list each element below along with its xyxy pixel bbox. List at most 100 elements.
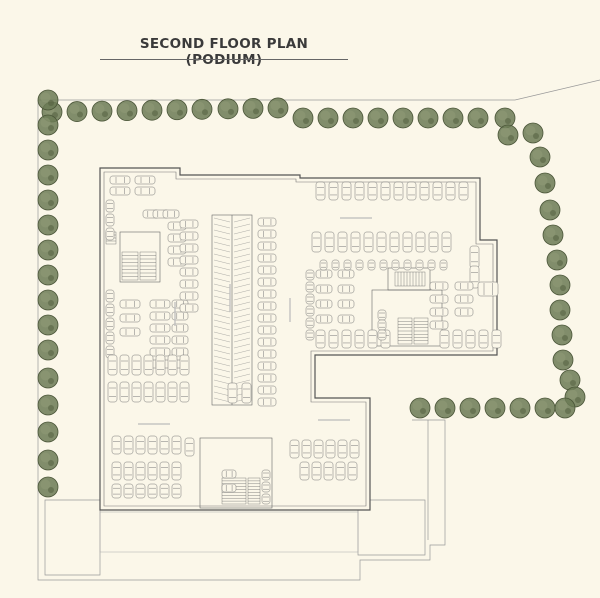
tree-icon xyxy=(66,101,88,122)
ramp-stripe xyxy=(233,343,251,349)
car-icon xyxy=(389,231,400,253)
car-icon xyxy=(257,301,277,311)
ramp-stripe xyxy=(213,307,231,313)
car-icon xyxy=(349,439,360,459)
car-icon xyxy=(184,437,195,457)
car-icon xyxy=(257,265,277,275)
tree-icon xyxy=(409,397,431,419)
car-icon xyxy=(179,243,199,253)
ramp-stripe xyxy=(213,241,231,247)
car-icon xyxy=(354,329,365,349)
car-icon xyxy=(465,329,476,349)
car-icon xyxy=(257,385,277,395)
ramp-stripe xyxy=(213,229,231,235)
car-icon xyxy=(311,461,322,481)
tree-icon xyxy=(37,449,59,471)
ramp-stripe xyxy=(233,361,251,367)
tree-icon xyxy=(554,397,576,419)
car-icon xyxy=(363,231,374,253)
ramp-stripe xyxy=(233,325,251,331)
tree-icon xyxy=(37,89,59,111)
tree-icon xyxy=(37,239,59,261)
ramp-stripe xyxy=(213,319,231,325)
ramp-stripe xyxy=(233,337,251,343)
car-icon xyxy=(305,293,315,305)
car-icon xyxy=(305,317,315,329)
ramp-stripe xyxy=(233,265,251,271)
tree-icon xyxy=(37,114,59,136)
ramp-stripe xyxy=(233,241,251,247)
car-icon xyxy=(227,382,238,404)
ramp-stripe xyxy=(213,265,231,271)
car-icon xyxy=(155,354,166,376)
car-icon xyxy=(159,461,170,481)
car-icon xyxy=(337,439,348,459)
car-icon xyxy=(328,329,339,349)
ramp-stripe xyxy=(213,355,231,361)
tree-icon xyxy=(317,107,339,129)
car-icon xyxy=(261,493,271,505)
car-icon xyxy=(107,381,118,403)
ramp-stripe xyxy=(233,277,251,283)
car-icon xyxy=(367,181,378,201)
ramp-stripe xyxy=(213,391,231,397)
ramp-stripe xyxy=(233,349,251,355)
car-icon xyxy=(415,231,426,253)
car-icon xyxy=(105,199,115,213)
car-icon xyxy=(179,279,199,289)
car-icon xyxy=(171,335,189,345)
car-icon xyxy=(221,469,237,479)
car-icon xyxy=(111,483,122,499)
car-icon xyxy=(347,461,358,481)
staircase-icon xyxy=(121,251,139,281)
car-icon xyxy=(119,354,130,376)
car-icon xyxy=(315,181,326,201)
car-icon xyxy=(147,483,158,499)
car-icon xyxy=(257,397,277,407)
car-icon xyxy=(111,461,122,481)
car-icon xyxy=(257,349,277,359)
car-icon xyxy=(335,461,346,481)
ramp-stripe xyxy=(213,349,231,355)
car-icon xyxy=(257,337,277,347)
tree-icon xyxy=(509,397,531,419)
car-icon xyxy=(477,281,499,297)
tree-icon xyxy=(242,97,264,119)
car-icon xyxy=(179,267,199,277)
area-label-marks xyxy=(138,217,372,425)
tree-icon xyxy=(467,107,489,129)
car-icon xyxy=(149,311,171,321)
tree-icon xyxy=(367,107,389,129)
car-icon xyxy=(343,259,352,271)
car-icon xyxy=(149,323,171,333)
tree-icon xyxy=(37,314,59,336)
ramp-stripe xyxy=(233,355,251,361)
tree-icon xyxy=(37,394,59,416)
car-icon xyxy=(257,229,277,239)
tree-icon xyxy=(37,139,59,161)
staircase-icon xyxy=(139,251,157,281)
car-icon xyxy=(179,381,190,403)
tree-icon xyxy=(534,397,556,419)
staircase-icon xyxy=(397,317,413,345)
car-icon xyxy=(301,439,312,459)
car-icon xyxy=(341,329,352,349)
tree-icon xyxy=(442,107,464,129)
car-icon xyxy=(257,241,277,251)
car-icon xyxy=(415,259,424,271)
ramp-stripe xyxy=(233,283,251,289)
tree-icon xyxy=(529,146,551,168)
ramp-stripe xyxy=(213,367,231,373)
car-icon xyxy=(428,231,439,253)
car-icon xyxy=(149,299,171,309)
car-icon xyxy=(377,329,387,341)
car-icon xyxy=(171,323,189,333)
car-icon xyxy=(354,181,365,201)
car-icon xyxy=(439,259,448,271)
ramp-stripe xyxy=(213,235,231,241)
car-icon xyxy=(105,227,115,241)
tree-icon xyxy=(166,99,188,121)
car-icon xyxy=(179,255,199,265)
ramp-stripe xyxy=(213,313,231,319)
car-icon xyxy=(350,231,361,253)
